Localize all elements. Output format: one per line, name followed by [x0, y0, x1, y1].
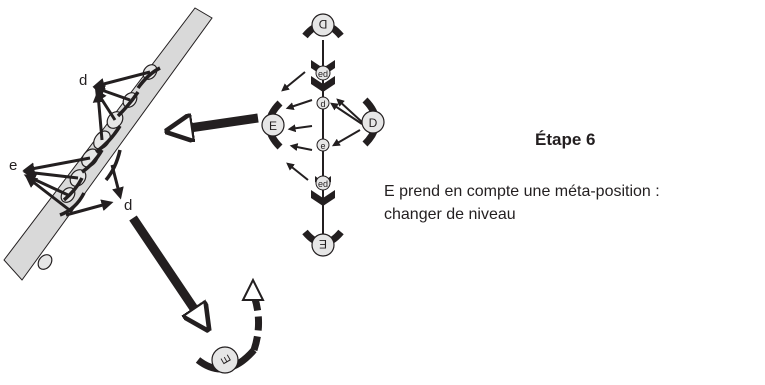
figure-left-e: E	[261, 100, 285, 150]
d-to-axis-arrows	[330, 98, 363, 147]
figure-right-d: D	[361, 97, 385, 147]
step-description-line2: changer de niveau	[384, 206, 516, 223]
step-title: Étape 6	[535, 130, 596, 149]
figure-left-label: E	[269, 119, 277, 133]
figure-far-bottom-e: E	[195, 277, 265, 374]
mini-label-top: ed	[318, 69, 328, 79]
mini-label-mid: d	[320, 99, 325, 109]
figure-right-label: D	[369, 116, 378, 130]
step-description-line1: E prend en compte une méta-position :	[384, 183, 660, 200]
big-arrow-down	[129, 215, 203, 322]
mini-figures	[315, 65, 331, 191]
d-top-arrows	[92, 70, 151, 141]
d-bottom-arrows	[65, 164, 124, 217]
axis-to-e-arrows	[281, 71, 313, 181]
mini-label-low: ed	[318, 179, 328, 189]
mini-label-mid2: e	[320, 141, 325, 151]
e-left-arrows	[22, 156, 91, 214]
big-arrow-left	[176, 118, 259, 130]
band-arcs	[59, 66, 161, 217]
label-e-left: e	[9, 157, 17, 174]
label-d-bottom: d	[124, 197, 132, 214]
step-description: E prend en compte une méta-position : ch…	[384, 180, 759, 226]
figure-bottom-label: E	[319, 237, 327, 251]
label-d-top: d	[79, 72, 87, 89]
figure-bottom-e: E	[302, 229, 344, 257]
figure-top-d: D	[302, 13, 344, 39]
figure-top-label: D	[318, 17, 327, 31]
